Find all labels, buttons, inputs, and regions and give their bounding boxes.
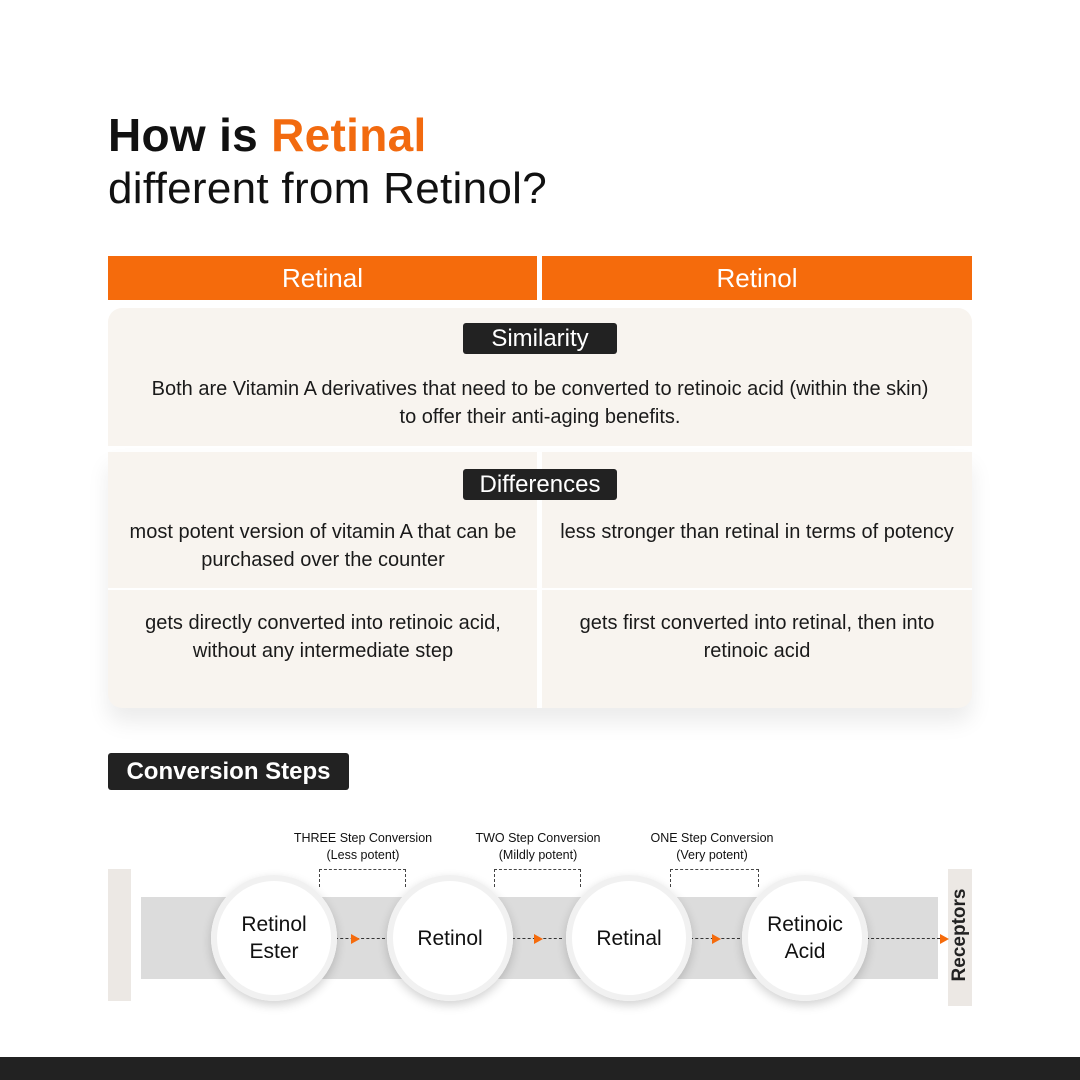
three-step-label: THREE Step Conversion (Less potent) — [283, 830, 443, 864]
retinal-difference-2: gets directly converted into retinoic ac… — [145, 612, 501, 662]
stage-2-line-1: Retinol — [417, 926, 483, 950]
similarity-badge: Similarity — [463, 323, 617, 354]
retinol-difference-1: less stronger than retinal in terms of p… — [560, 521, 954, 543]
receptors-panel — [948, 869, 972, 1006]
arrow-4-line — [866, 938, 940, 939]
retinol-difference-2: gets first converted into retinal, then … — [579, 612, 935, 662]
three-step-potency: (Less potent) — [326, 848, 400, 862]
stage-1-line-2: Ester — [249, 940, 299, 963]
three-step-bracket — [319, 869, 406, 887]
two-step-label: TWO Step Conversion (Mildly potent) — [462, 830, 614, 864]
stage-retinol: Retinol — [387, 875, 513, 1001]
one-step-potency: (Very potent) — [676, 848, 748, 862]
page-title-line-2: different from Retinol? — [108, 164, 547, 213]
title-prefix: How is — [108, 109, 272, 161]
stage-retinal: Retinal — [566, 875, 692, 1001]
page-title-line-1: How is Retinal — [108, 108, 427, 162]
arrow-2-head — [534, 934, 543, 944]
differences-badge: Differences — [463, 469, 617, 500]
one-step-bracket — [670, 869, 759, 887]
retinal-difference-1: most potent version of vitamin A that ca… — [129, 521, 517, 571]
footer-bar — [0, 1057, 1080, 1080]
stage-1-line-1: Retinol — [241, 913, 307, 936]
column-header-retinal: Retinal — [108, 256, 537, 300]
column-header-retinol: Retinol — [542, 256, 972, 300]
row-divider — [108, 588, 972, 590]
one-step-label: ONE Step Conversion (Very potent) — [638, 830, 786, 864]
two-step-potency: (Mildly potent) — [498, 848, 578, 862]
arrow-1-line — [335, 938, 385, 939]
start-panel — [108, 869, 131, 1001]
one-step-title: ONE Step Conversion — [650, 831, 774, 845]
two-step-title: TWO Step Conversion — [475, 831, 601, 845]
title-accent: Retinal — [271, 109, 427, 161]
conversion-steps-title: Conversion Steps — [108, 753, 349, 790]
arrow-3-head — [712, 934, 721, 944]
two-step-bracket — [494, 869, 581, 887]
stage-3-line-1: Retinal — [596, 926, 662, 950]
stage-4-line-2: Acid — [784, 940, 826, 963]
arrow-4-head — [940, 934, 949, 944]
arrow-1-head — [351, 934, 360, 944]
receptors-label: Receptors — [949, 888, 970, 982]
column-divider — [537, 452, 542, 708]
three-step-title: THREE Step Conversion — [293, 831, 433, 845]
similarity-text: Both are Vitamin A derivatives that need… — [151, 378, 929, 428]
stage-4-line-1: Retinoic — [767, 913, 843, 936]
